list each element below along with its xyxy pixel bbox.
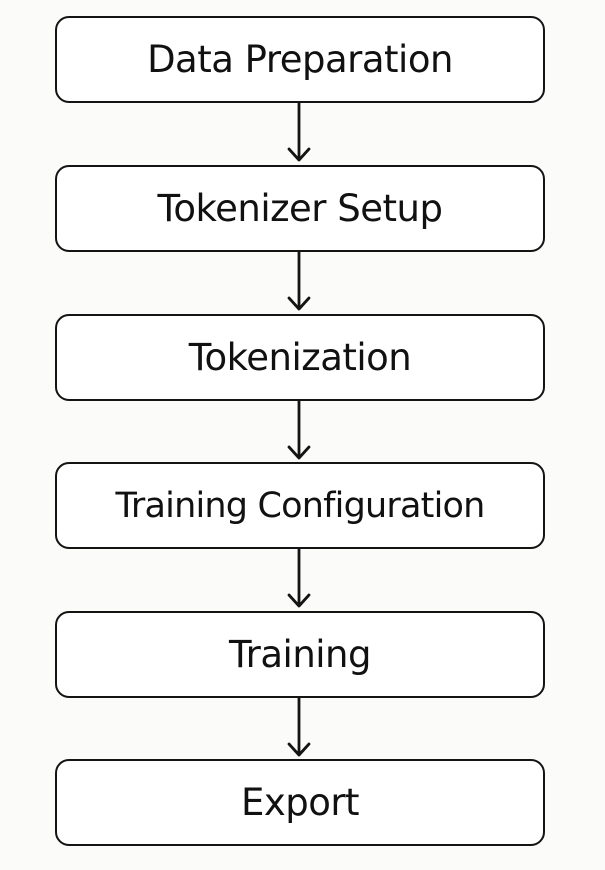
flow-arrow bbox=[287, 103, 311, 162]
flow-arrow bbox=[287, 698, 311, 757]
step-export: Export bbox=[55, 759, 545, 846]
flow-arrow bbox=[287, 549, 311, 608]
step-label: Export bbox=[240, 781, 360, 824]
step-label: Training bbox=[229, 633, 372, 676]
step-tokenization: Tokenization bbox=[55, 314, 545, 401]
flow-arrow bbox=[287, 401, 311, 460]
step-label: Tokenizer Setup bbox=[157, 187, 443, 230]
step-training-configuration: Training Configuration bbox=[55, 462, 545, 549]
step-tokenizer-setup: Tokenizer Setup bbox=[55, 165, 545, 252]
flow-arrow bbox=[287, 252, 311, 311]
step-data-preparation: Data Preparation bbox=[55, 16, 545, 103]
step-label: Data Preparation bbox=[147, 38, 453, 81]
step-training: Training bbox=[55, 611, 545, 698]
step-label: Tokenization bbox=[188, 336, 412, 379]
step-label: Training Configuration bbox=[115, 485, 486, 526]
